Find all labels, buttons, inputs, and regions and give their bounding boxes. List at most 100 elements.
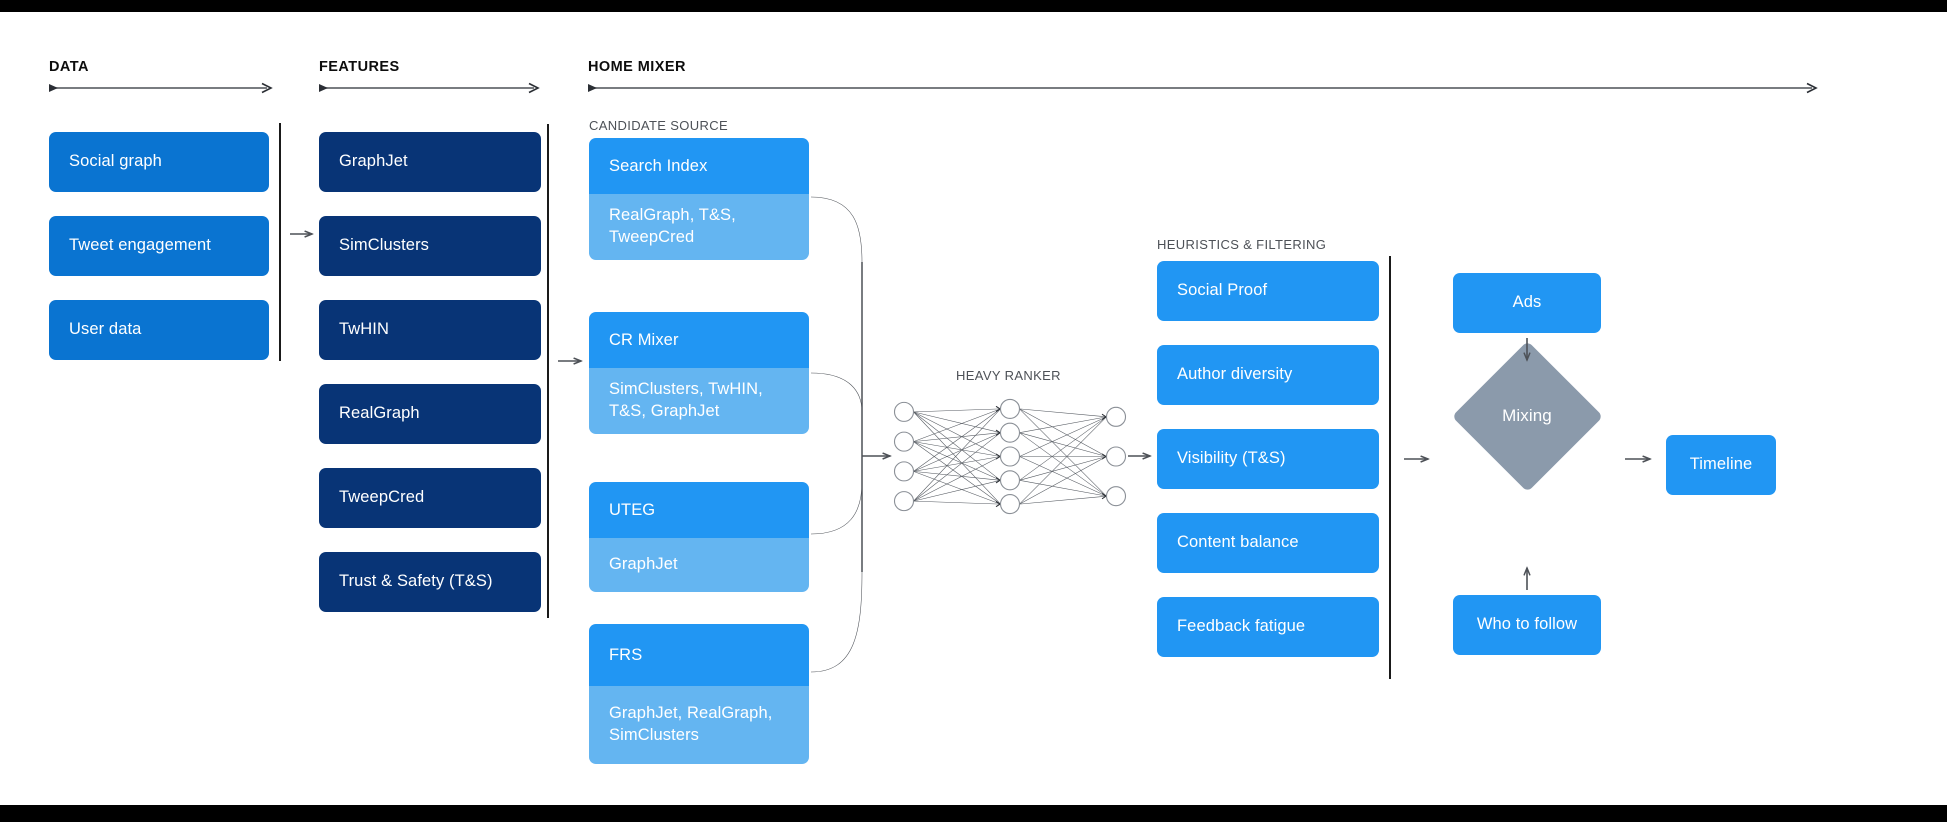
divider-data-features [279, 123, 281, 361]
nn-edge [913, 441, 1001, 505]
nn-node [999, 494, 1021, 515]
nn-edge-arrow [995, 453, 1002, 460]
feature-box-graphjet[interactable]: GraphJet [319, 132, 541, 192]
candidate-source-detail: SimClusters, TwHIN, T&S, GraphJet [589, 368, 809, 434]
nn-edge [913, 411, 1001, 433]
nn-edge [913, 408, 1001, 472]
section-title-home-mixer: HOME MIXER [588, 59, 686, 75]
nn-node [1105, 486, 1127, 507]
output-box-label: Timeline [1689, 455, 1753, 474]
candidate-source-title: CR Mixer [589, 312, 809, 368]
candidate-source-card-cr-mixer[interactable]: CR Mixer SimClusters, TwHIN, T&S, GraphJ… [589, 312, 809, 434]
feature-box-simclusters[interactable]: SimClusters [319, 216, 541, 276]
nn-edge [1019, 456, 1107, 481]
nn-edge [913, 441, 1001, 481]
nn-edge [913, 408, 1001, 502]
feature-box-label: RealGraph [339, 404, 420, 423]
data-box-tweet-engagement[interactable]: Tweet engagement [49, 216, 269, 276]
heuristic-box-author-diversity[interactable]: Author diversity [1157, 345, 1379, 405]
nn-edge [913, 411, 1001, 457]
heuristic-box-label: Author diversity [1177, 365, 1293, 384]
feature-box-label: GraphJet [339, 152, 408, 171]
nn-edge [913, 456, 1001, 472]
nn-edge [1019, 416, 1107, 481]
heavy-ranker-network [893, 398, 1127, 515]
candidate-source-title: Search Index [589, 138, 809, 194]
nn-edge [913, 411, 1001, 481]
nn-edge [913, 408, 1001, 413]
nn-edge [1019, 456, 1107, 497]
nn-edge [913, 441, 1001, 457]
heuristic-box-label: Content balance [1177, 533, 1299, 552]
heuristic-box-content-balance[interactable]: Content balance [1157, 513, 1379, 573]
nn-edge [1019, 456, 1107, 505]
candidate-source-detail: GraphJet [589, 538, 809, 592]
heuristic-box-feedback-fatigue[interactable]: Feedback fatigue [1157, 597, 1379, 657]
axis-arrow-features [319, 82, 541, 94]
nn-node [893, 461, 915, 482]
candidate-source-detail: RealGraph, T&S, TweepCred [589, 194, 809, 260]
mixing-diamond[interactable] [1451, 340, 1604, 493]
feature-box-twhin[interactable]: TwHIN [319, 300, 541, 360]
feature-box-tweepcred[interactable]: TweepCred [319, 468, 541, 528]
output-box-who-to-follow[interactable]: Who to follow [1453, 595, 1601, 655]
candidate-source-card-uteg[interactable]: UTEG GraphJet [589, 482, 809, 592]
nn-edge [1019, 416, 1107, 457]
feature-box-trust-safety[interactable]: Trust & Safety (T&S) [319, 552, 541, 612]
subsection-title-heuristics: HEURISTICS & FILTERING [1157, 237, 1327, 252]
nn-edge [913, 456, 1001, 502]
nn-edge [1019, 416, 1107, 505]
nn-edge [1019, 408, 1107, 497]
feature-box-label: TweepCred [339, 488, 425, 507]
nn-edge [1019, 480, 1107, 497]
diagram-canvas: DATA FEATURES HOME MIXER CANDIDA [0, 12, 1947, 805]
output-box-timeline[interactable]: Timeline [1666, 435, 1776, 495]
heuristic-box-label: Social Proof [1177, 281, 1268, 300]
heuristic-box-label: Feedback fatigue [1177, 617, 1306, 636]
nn-edge [913, 500, 1001, 505]
data-box-label: Tweet engagement [69, 236, 211, 255]
heuristic-box-visibility[interactable]: Visibility (T&S) [1157, 429, 1379, 489]
nn-node [1105, 406, 1127, 427]
connector-frs [810, 571, 863, 673]
nn-node [999, 470, 1021, 491]
nn-edge [913, 480, 1001, 502]
section-title-data: DATA [49, 59, 89, 75]
output-box-ads[interactable]: Ads [1453, 273, 1601, 333]
divider-heuristics-mixing [1389, 256, 1391, 679]
candidate-source-card-frs[interactable]: FRS GraphJet, RealGraph, SimClusters [589, 624, 809, 764]
nn-edge [913, 432, 1001, 502]
feature-box-label: Trust & Safety (T&S) [339, 572, 493, 591]
axis-arrow-home-mixer [588, 82, 1819, 94]
data-box-label: User data [69, 320, 142, 339]
nn-node [893, 401, 915, 422]
connector-cr-mixer [810, 372, 863, 413]
feature-box-label: TwHIN [339, 320, 389, 339]
feature-box-label: SimClusters [339, 236, 430, 255]
nn-edge [1019, 416, 1107, 433]
nn-edge [913, 432, 1001, 442]
data-box-social-graph[interactable]: Social graph [49, 132, 269, 192]
nn-edge [1019, 408, 1107, 457]
connector-uteg [810, 481, 863, 535]
axis-arrow-data [49, 82, 274, 94]
divider-features-mixer [547, 124, 549, 618]
data-box-user-data[interactable]: User data [49, 300, 269, 360]
nn-node [999, 398, 1021, 419]
nn-node [999, 422, 1021, 443]
nn-edge [913, 471, 1001, 505]
section-title-features: FEATURES [319, 59, 400, 75]
nn-edge [913, 411, 1001, 505]
heuristic-box-label: Visibility (T&S) [1177, 449, 1286, 468]
subsection-title-heavy-ranker: HEAVY RANKER [956, 368, 1061, 383]
heuristic-box-social-proof[interactable]: Social Proof [1157, 261, 1379, 321]
nn-edge [1019, 432, 1107, 497]
feature-box-realgraph[interactable]: RealGraph [319, 384, 541, 444]
nn-edge [1019, 495, 1107, 505]
nn-edge [1019, 432, 1107, 457]
nn-edge [1019, 408, 1107, 418]
candidate-source-card-search-index[interactable]: Search Index RealGraph, T&S, TweepCred [589, 138, 809, 260]
candidate-source-detail: GraphJet, RealGraph, SimClusters [589, 686, 809, 764]
nn-edge [913, 432, 1001, 472]
